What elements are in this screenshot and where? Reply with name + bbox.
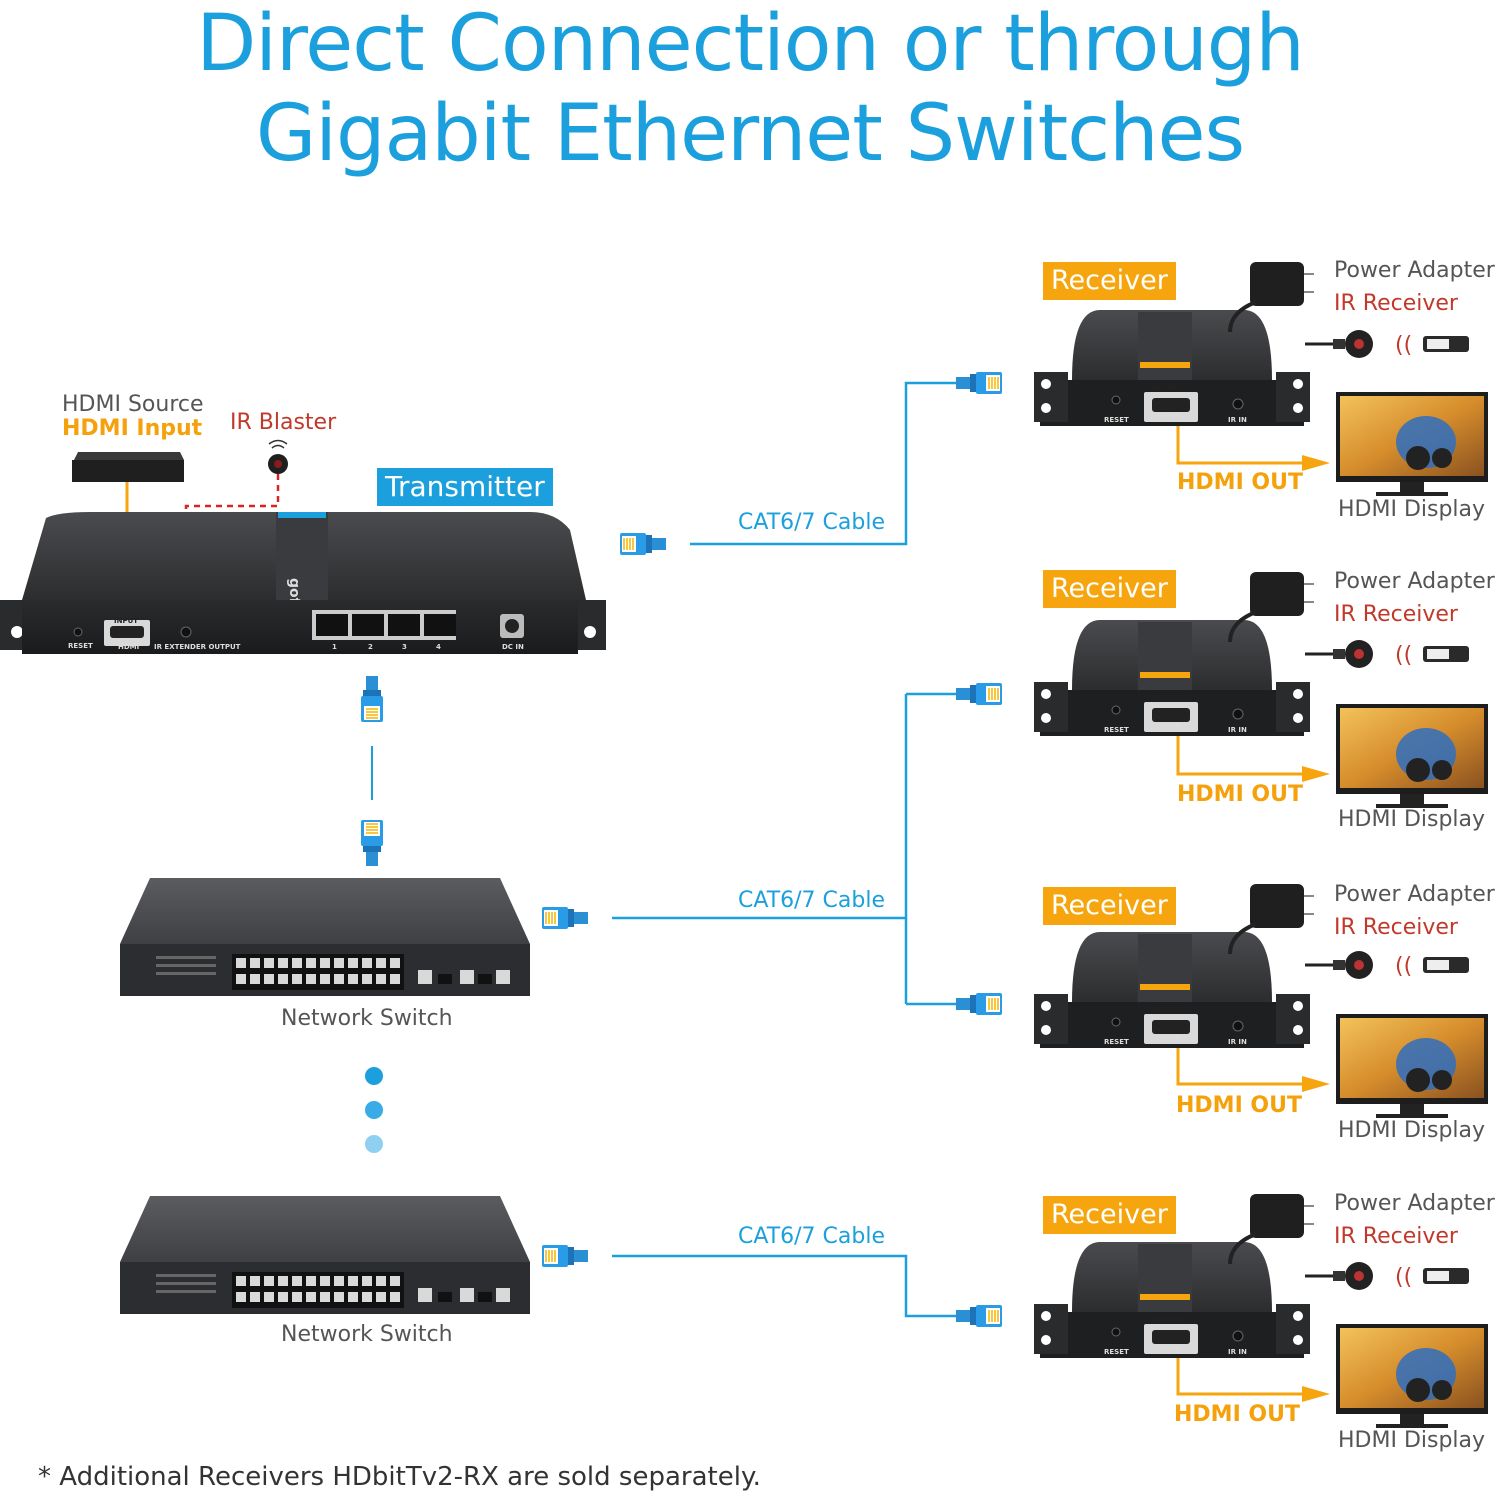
receiver-tag-4: Receiver bbox=[1043, 1196, 1176, 1234]
cable-label-1: CAT6/7 Cable bbox=[738, 510, 885, 535]
rx1-irin-label: IR IN bbox=[1228, 416, 1247, 424]
ellipsis-dot-2 bbox=[365, 1101, 383, 1119]
hdmi-out-lines bbox=[1176, 426, 1306, 1396]
receiver-device-4 bbox=[1033, 1241, 1311, 1359]
network-switch-label-2: Network Switch bbox=[281, 1322, 453, 1347]
power-adapter-label-1: Power Adapter bbox=[1334, 258, 1495, 283]
footnote: * Additional Receivers HDbitTv2-RX are s… bbox=[38, 1462, 761, 1492]
rx2-reset-label: RESET bbox=[1104, 726, 1129, 734]
hdmi-source-label: HDMI Source bbox=[62, 392, 204, 417]
cable-plug-rx-3 bbox=[955, 992, 1003, 1016]
rx1-reset-label: RESET bbox=[1104, 416, 1129, 424]
receiver-device-3 bbox=[1033, 931, 1311, 1049]
power-adapter-label-3: Power Adapter bbox=[1334, 882, 1495, 907]
hdmi-source-device bbox=[72, 452, 184, 482]
tx-to-switch-cable bbox=[360, 675, 384, 867]
ir-receiver-label-4: IR Receiver bbox=[1334, 1224, 1458, 1249]
hdmi-out-label-4: HDMI OUT bbox=[1174, 1402, 1300, 1427]
hdmi-display-label-4: HDMI Display bbox=[1338, 1428, 1486, 1453]
cable-label-3: CAT6/7 Cable bbox=[738, 1224, 885, 1249]
rx4-irin-label: IR IN bbox=[1228, 1348, 1247, 1356]
receiver-tag-1: Receiver bbox=[1043, 262, 1176, 300]
rx2-irin-label: IR IN bbox=[1228, 726, 1247, 734]
rx4-output-label: OUTPUT bbox=[1152, 1316, 1184, 1324]
rx3-irin-label: IR IN bbox=[1228, 1038, 1247, 1046]
tx-ir-label: IR EXTENDER OUTPUT bbox=[154, 643, 241, 651]
ir-receiver-label-3: IR Receiver bbox=[1334, 915, 1458, 940]
title-line-1: Direct Connection or through bbox=[196, 0, 1305, 89]
network-switch-1 bbox=[120, 878, 530, 996]
ir-blaster-cable bbox=[184, 474, 280, 628]
power-adapter-label-4: Power Adapter bbox=[1334, 1191, 1495, 1216]
hdmi-out-label-3: HDMI OUT bbox=[1176, 1093, 1302, 1118]
ir-receiver-label-1: IR Receiver bbox=[1334, 291, 1458, 316]
network-switch-label-1: Network Switch bbox=[281, 1006, 453, 1031]
hdmi-display-label-1: HDMI Display bbox=[1338, 497, 1486, 522]
rx1-hdmi-label: HDMI bbox=[1160, 412, 1181, 420]
ir-receiver-label-2: IR Receiver bbox=[1334, 602, 1458, 627]
hdmi-display-icon-3 bbox=[1336, 1014, 1488, 1118]
tx-dc-label: DC IN bbox=[502, 643, 524, 651]
cable-label-2: CAT6/7 Cable bbox=[738, 888, 885, 913]
cable-plug-switch-2 bbox=[542, 1245, 588, 1267]
hdmi-display-label-3: HDMI Display bbox=[1338, 1118, 1486, 1143]
ir-receiver-icon-3 bbox=[1303, 949, 1471, 981]
rx3-hdmi-label: HDMI bbox=[1160, 1034, 1181, 1042]
hdmi-out-label-2: HDMI OUT bbox=[1177, 782, 1303, 807]
hdmi-input-label: HDMI Input bbox=[62, 416, 203, 441]
receiver-tag-3: Receiver bbox=[1043, 887, 1176, 925]
cable-plug-switch-1 bbox=[542, 907, 588, 929]
hdmi-out-arrowheads bbox=[1302, 455, 1330, 1402]
receiver-device-2 bbox=[1033, 619, 1311, 737]
hdmi-display-label-2: HDMI Display bbox=[1338, 807, 1486, 832]
ellipsis-dot-1 bbox=[365, 1067, 383, 1085]
cable-plug-rx-2 bbox=[955, 682, 1003, 706]
rx4-reset-label: RESET bbox=[1104, 1348, 1129, 1356]
title-line-2: Gigabit Ethernet Switches bbox=[255, 89, 1245, 179]
tx-lan-1: 1 bbox=[332, 643, 337, 651]
tx-input-label: INPUT bbox=[114, 617, 138, 625]
receiver-tag-2: Receiver bbox=[1043, 570, 1176, 608]
rx1-output-label: OUTPUT bbox=[1152, 384, 1184, 392]
tx-lan-4: 4 bbox=[436, 643, 441, 651]
cable-plug-tx bbox=[620, 533, 666, 555]
rx3-output-label: OUTPUT bbox=[1152, 1006, 1184, 1014]
ir-receiver-icon-4 bbox=[1303, 1260, 1471, 1292]
cat-cables bbox=[612, 381, 956, 1318]
tx-lan-3: 3 bbox=[402, 643, 407, 651]
transmitter-tag: Transmitter bbox=[377, 468, 553, 506]
cable-plug-rx-1 bbox=[955, 371, 1003, 395]
ir-receiver-icon-2 bbox=[1303, 638, 1471, 670]
tx-reset-label: RESET bbox=[68, 642, 93, 650]
tx-hdmi-label: HDMI bbox=[118, 643, 139, 651]
rx4-hdmi-label: HDMI bbox=[1160, 1344, 1181, 1352]
rx3-reset-label: RESET bbox=[1104, 1038, 1129, 1046]
network-switch-2 bbox=[120, 1196, 530, 1314]
ir-receiver-icon-1 bbox=[1303, 328, 1471, 360]
cable-plug-rx-4 bbox=[955, 1304, 1003, 1328]
ellipsis-dot-3 bbox=[365, 1135, 383, 1153]
receiver-device-1 bbox=[1033, 309, 1311, 427]
ir-blaster-device bbox=[268, 439, 288, 474]
tx-lan-2: 2 bbox=[368, 643, 373, 651]
power-adapter-label-2: Power Adapter bbox=[1334, 569, 1495, 594]
rx2-output-label: OUTPUT bbox=[1152, 694, 1184, 702]
rx2-hdmi-label: HDMI bbox=[1160, 722, 1181, 730]
hdmi-display-icon-1 bbox=[1336, 392, 1488, 496]
hdmi-display-icon-2 bbox=[1336, 704, 1488, 808]
ir-blaster-label: IR Blaster bbox=[230, 410, 337, 435]
transmitter-device: gofanco bbox=[0, 512, 606, 654]
hdmi-out-label-1: HDMI OUT bbox=[1177, 470, 1303, 495]
hdmi-display-icon-4 bbox=[1336, 1324, 1488, 1428]
